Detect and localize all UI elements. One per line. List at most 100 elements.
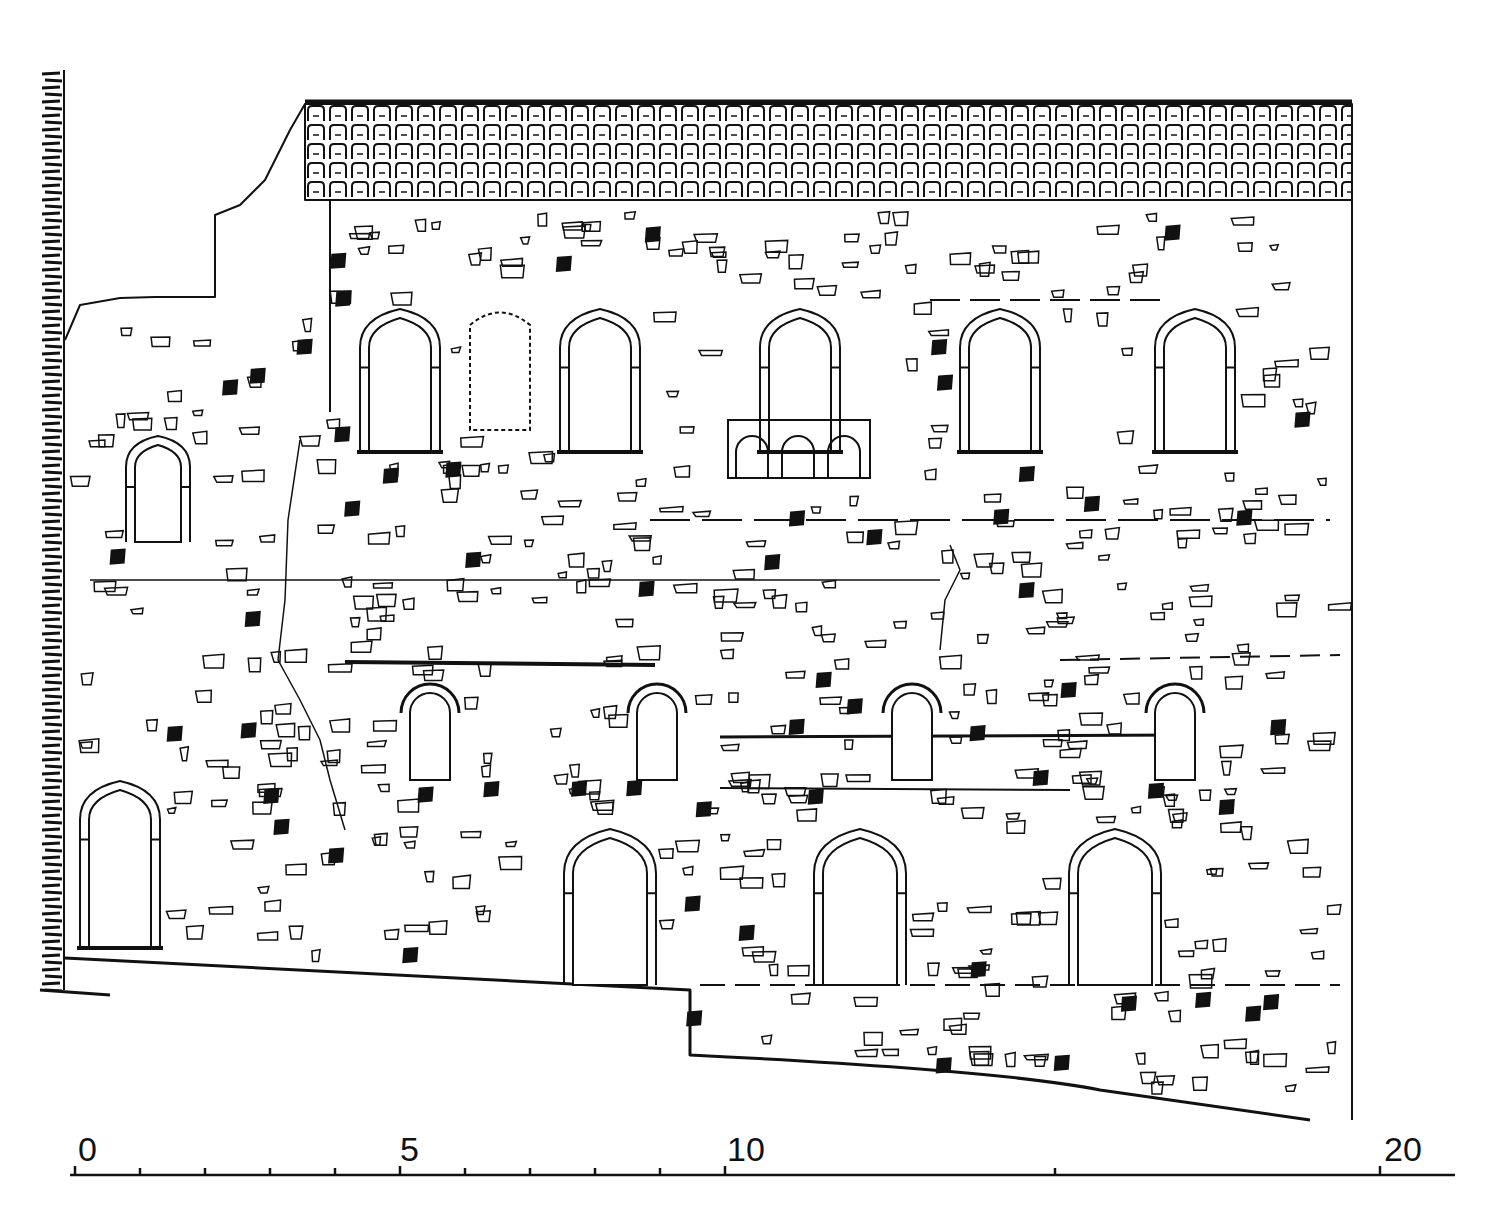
stone (1152, 1082, 1163, 1094)
stone (303, 318, 312, 331)
stone (618, 492, 637, 501)
stone (1179, 951, 1194, 957)
putlog-hole (298, 340, 312, 354)
putlog-hole (572, 782, 586, 796)
stone (1097, 816, 1116, 822)
stone (944, 1018, 962, 1030)
stone (1016, 912, 1040, 925)
putlog-hole (867, 530, 881, 544)
window-frame (360, 309, 440, 452)
stone (589, 579, 610, 586)
stone (1035, 1056, 1046, 1066)
stone (1329, 603, 1352, 610)
stone (1246, 1052, 1259, 1063)
stone (1261, 768, 1285, 773)
stone (865, 640, 886, 647)
stone (1186, 634, 1199, 642)
stone (1308, 741, 1331, 750)
putlog-hole (1271, 720, 1285, 734)
stone (931, 425, 947, 431)
stone (1199, 790, 1210, 800)
stone (1219, 508, 1233, 521)
stone (1114, 993, 1135, 1004)
stone (893, 212, 908, 226)
stone (1300, 928, 1317, 933)
stone (551, 728, 562, 736)
stone (680, 427, 694, 433)
jamb-stone (814, 892, 906, 894)
stone (659, 849, 673, 858)
stone (116, 414, 125, 428)
window-sill (77, 946, 163, 950)
stone (1328, 905, 1341, 915)
stone (361, 765, 385, 773)
stone (1043, 740, 1062, 747)
stone (300, 436, 320, 446)
stone (268, 753, 291, 767)
stone (950, 737, 962, 744)
stone (669, 249, 683, 256)
stone (710, 247, 725, 256)
jamb-stone (126, 486, 190, 488)
stone (821, 774, 838, 787)
stone (581, 241, 601, 246)
stone (80, 742, 92, 748)
stone (604, 706, 617, 719)
stone (587, 569, 599, 578)
stone (1213, 939, 1226, 952)
stone (596, 802, 614, 814)
stone (81, 673, 93, 685)
stone (216, 540, 233, 546)
stone (929, 330, 949, 336)
stone (979, 262, 990, 276)
stone (1079, 713, 1102, 725)
stone (1194, 619, 1204, 625)
stone (762, 1035, 772, 1044)
stone (1067, 487, 1084, 498)
stone (1122, 348, 1132, 355)
jamb-stone (760, 367, 840, 369)
stone (359, 247, 370, 254)
blocked-window (470, 313, 530, 431)
stone (276, 723, 294, 736)
stone (1222, 761, 1231, 775)
jamb-stone (1069, 892, 1161, 894)
putlog-hole (223, 380, 237, 394)
stone (674, 466, 690, 477)
stone (1112, 1006, 1126, 1020)
stone (1043, 878, 1061, 889)
stone (721, 744, 739, 750)
stone (1012, 914, 1031, 925)
stone (910, 929, 933, 936)
stone (1225, 789, 1237, 795)
stone (693, 511, 711, 516)
stone (151, 337, 170, 346)
stone (660, 920, 674, 929)
stone (570, 764, 580, 777)
stone (1157, 237, 1165, 250)
stone (1172, 820, 1182, 828)
stone (905, 264, 916, 273)
window-arch (1146, 684, 1204, 713)
stone (577, 580, 586, 593)
stone (746, 541, 765, 547)
putlog-hole (111, 550, 125, 564)
stone (484, 753, 492, 763)
stone (482, 765, 491, 777)
stone (906, 359, 917, 371)
stone (1285, 524, 1309, 535)
stone (1220, 745, 1243, 757)
jamb-stone (960, 367, 1040, 369)
stone (333, 803, 345, 816)
stone (405, 925, 429, 931)
stone (614, 523, 636, 530)
stone (878, 212, 890, 224)
stone (1166, 795, 1178, 800)
stone (1107, 287, 1119, 295)
stone (1117, 431, 1133, 444)
stone (791, 993, 810, 1004)
stone (209, 907, 233, 914)
stone (498, 465, 508, 473)
stone (1318, 478, 1326, 485)
putlog-hole (627, 781, 641, 795)
